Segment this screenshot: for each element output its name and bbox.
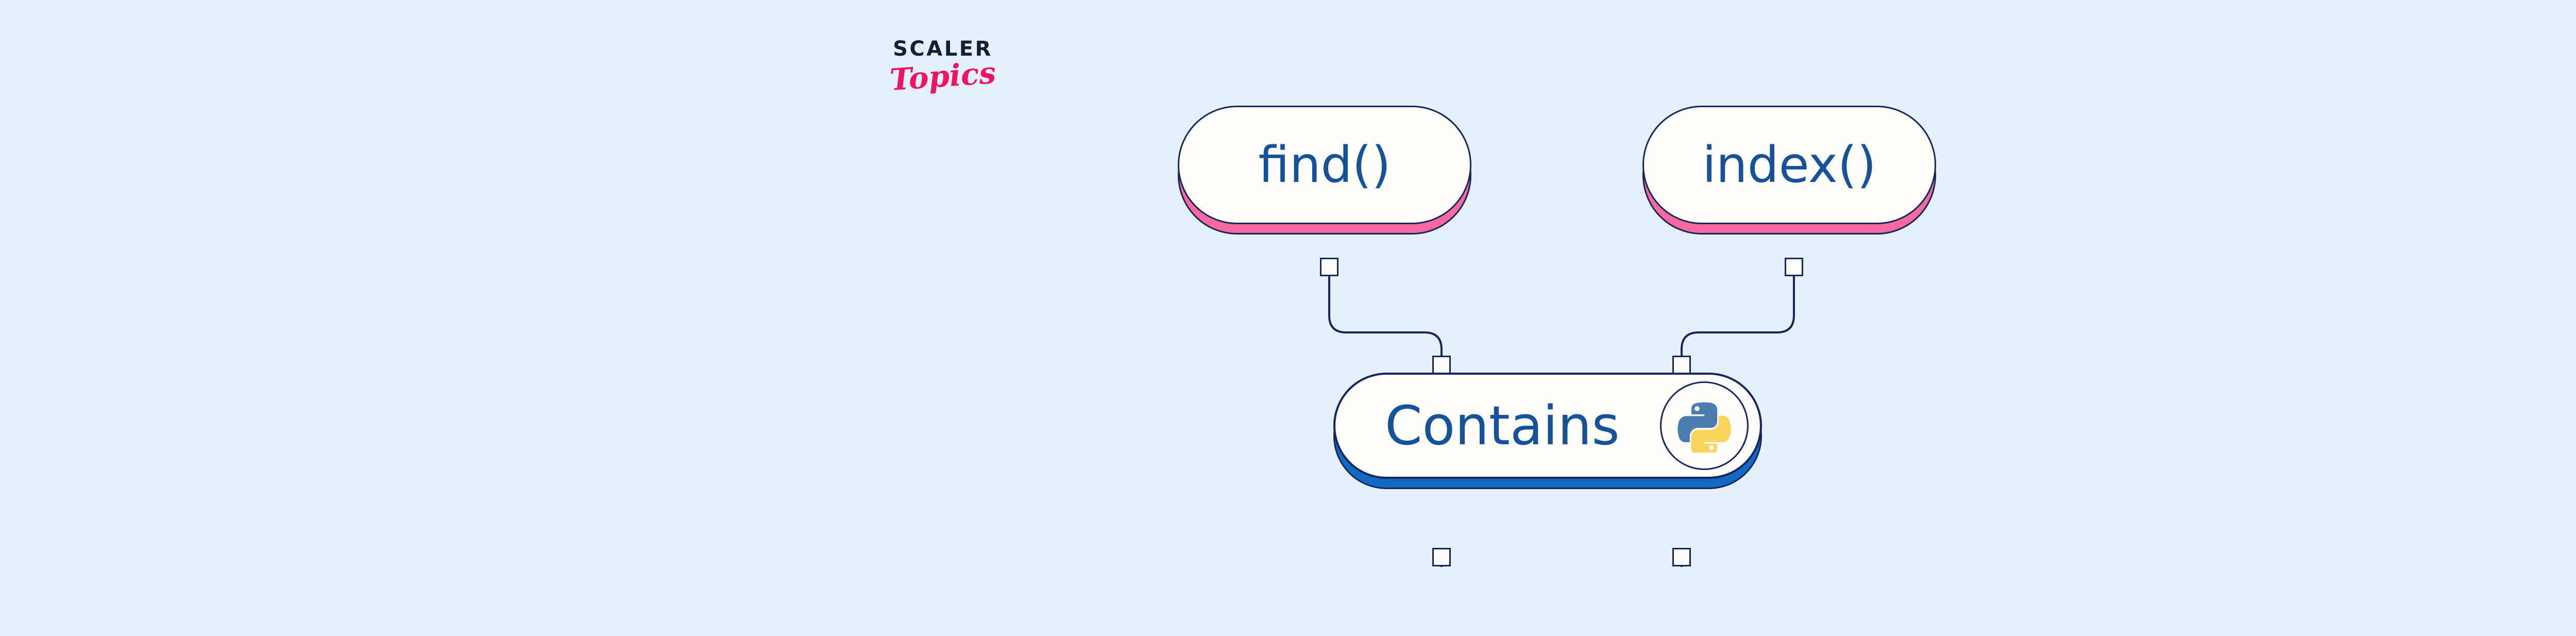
scaler-topics-logo: SCALER Topics xyxy=(876,39,1010,126)
node-contains-label: Contains xyxy=(1385,394,1620,457)
python-logo-icon xyxy=(1660,381,1749,470)
edge-contains-to-regex xyxy=(1681,565,1683,567)
contains-mind-map: find() index() Contains coun xyxy=(1159,52,1936,567)
edge-index-to-contains xyxy=(1681,274,1795,372)
port-contains-top-left[interactable] xyxy=(1432,356,1451,374)
port-contains-top-right[interactable] xyxy=(1672,356,1691,374)
port-find-bottom[interactable] xyxy=(1320,258,1338,276)
node-find[interactable]: find() xyxy=(1178,106,1471,224)
logo-wordmark-scaler: SCALER xyxy=(893,37,993,61)
node-contains[interactable]: Contains xyxy=(1333,373,1762,479)
node-find-label: find() xyxy=(1258,136,1391,194)
edge-find-to-contains xyxy=(1328,274,1443,372)
port-index-bottom[interactable] xyxy=(1785,258,1803,276)
port-contains-bottom-left[interactable] xyxy=(1432,548,1451,566)
logo-wordmark-topics: Topics xyxy=(889,55,997,98)
edge-contains-to-count xyxy=(1440,565,1443,567)
port-contains-bottom-right[interactable] xyxy=(1672,548,1691,566)
node-index-label: index() xyxy=(1702,136,1876,194)
node-index[interactable]: index() xyxy=(1642,106,1936,224)
